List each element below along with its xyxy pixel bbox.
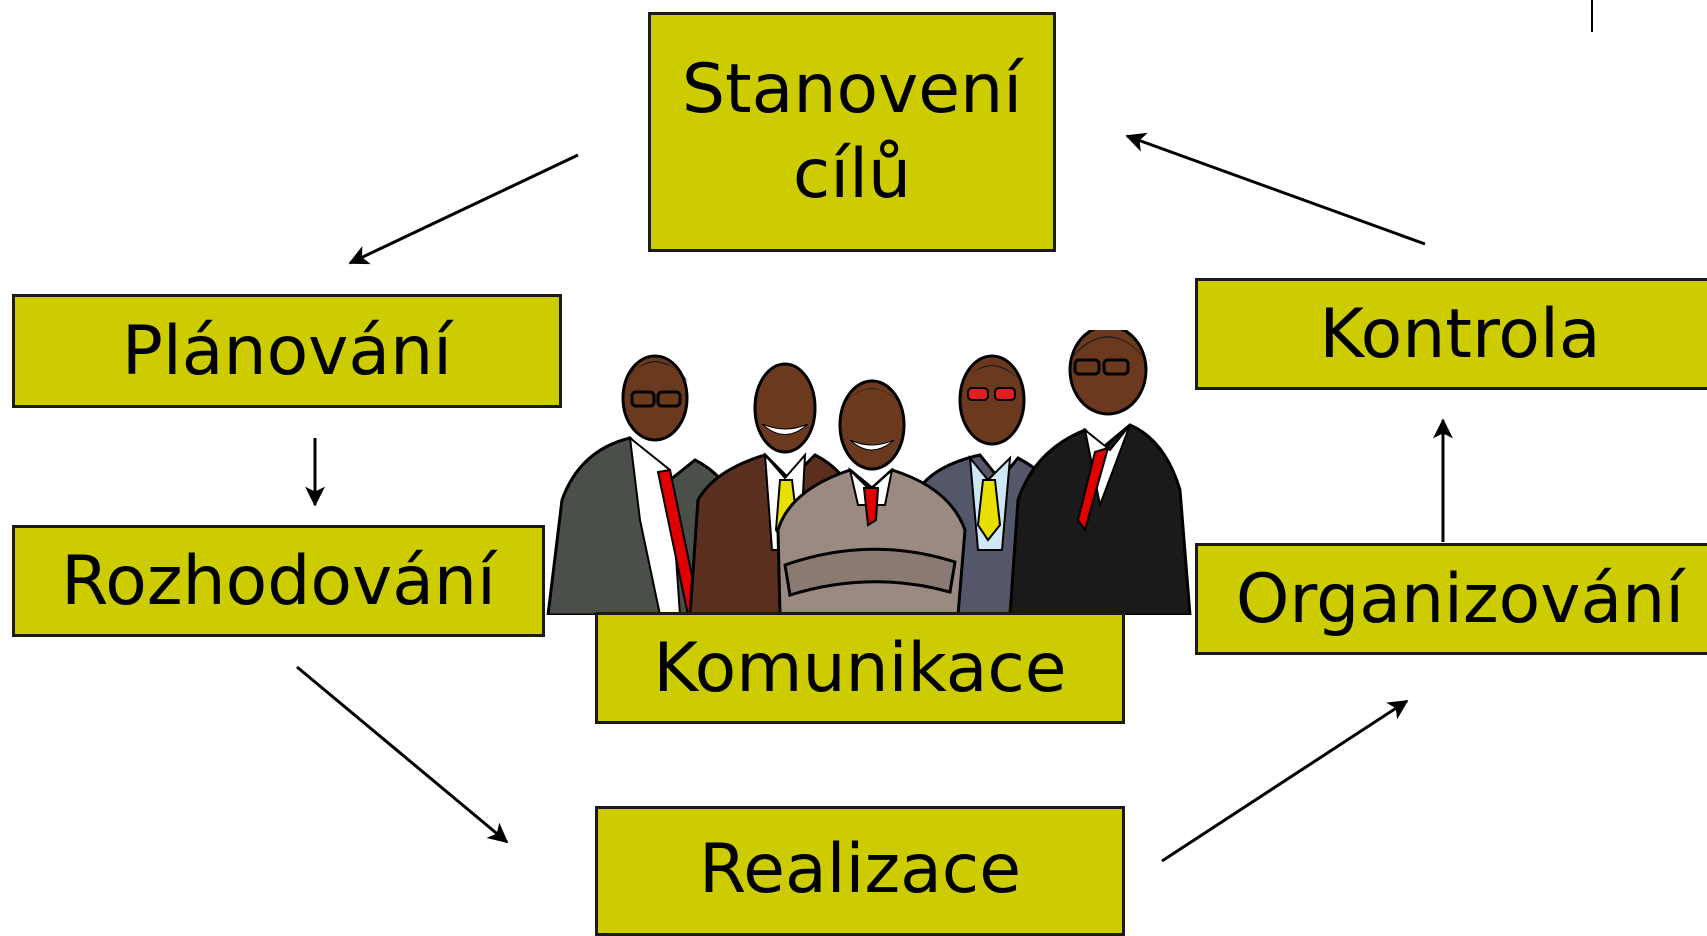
node-planovani-label: Plánování: [121, 311, 453, 391]
business-group-icon: [546, 330, 1192, 615]
node-stanoveni-line1: Stanovení: [681, 50, 1023, 129]
node-stanoveni-line2: cílů: [792, 135, 912, 214]
arrow-realizace-to-organizovani: [1161, 699, 1409, 863]
arrow-stanoveni-to-planovani: [348, 153, 579, 265]
arrows-layer: [296, 0, 1593, 863]
node-organizovani: Organizování: [1195, 543, 1707, 655]
node-rozhodovani: Rozhodování: [12, 525, 545, 637]
node-realizace: Realizace: [595, 806, 1125, 936]
node-planovani: Plánování: [12, 294, 562, 408]
node-rozhodovani-label: Rozhodování: [61, 541, 496, 621]
node-komunikace: Komunikace: [595, 612, 1125, 724]
node-realizace-label: Realizace: [698, 830, 1022, 909]
node-kontrola: Kontrola: [1195, 278, 1707, 390]
person-3: [776, 379, 967, 615]
arrow-kontrola-to-stanoveni: [1125, 132, 1426, 246]
node-komunikace-label: Komunikace: [653, 628, 1067, 708]
person-5: [1008, 330, 1192, 615]
node-kontrola-label: Kontrola: [1319, 294, 1601, 374]
arrow-rozhodovani-to-realizace: [296, 665, 509, 844]
node-organizovani-label: Organizování: [1235, 559, 1685, 639]
node-stanoveni-cilu: Stanovení cílů: [648, 12, 1056, 252]
